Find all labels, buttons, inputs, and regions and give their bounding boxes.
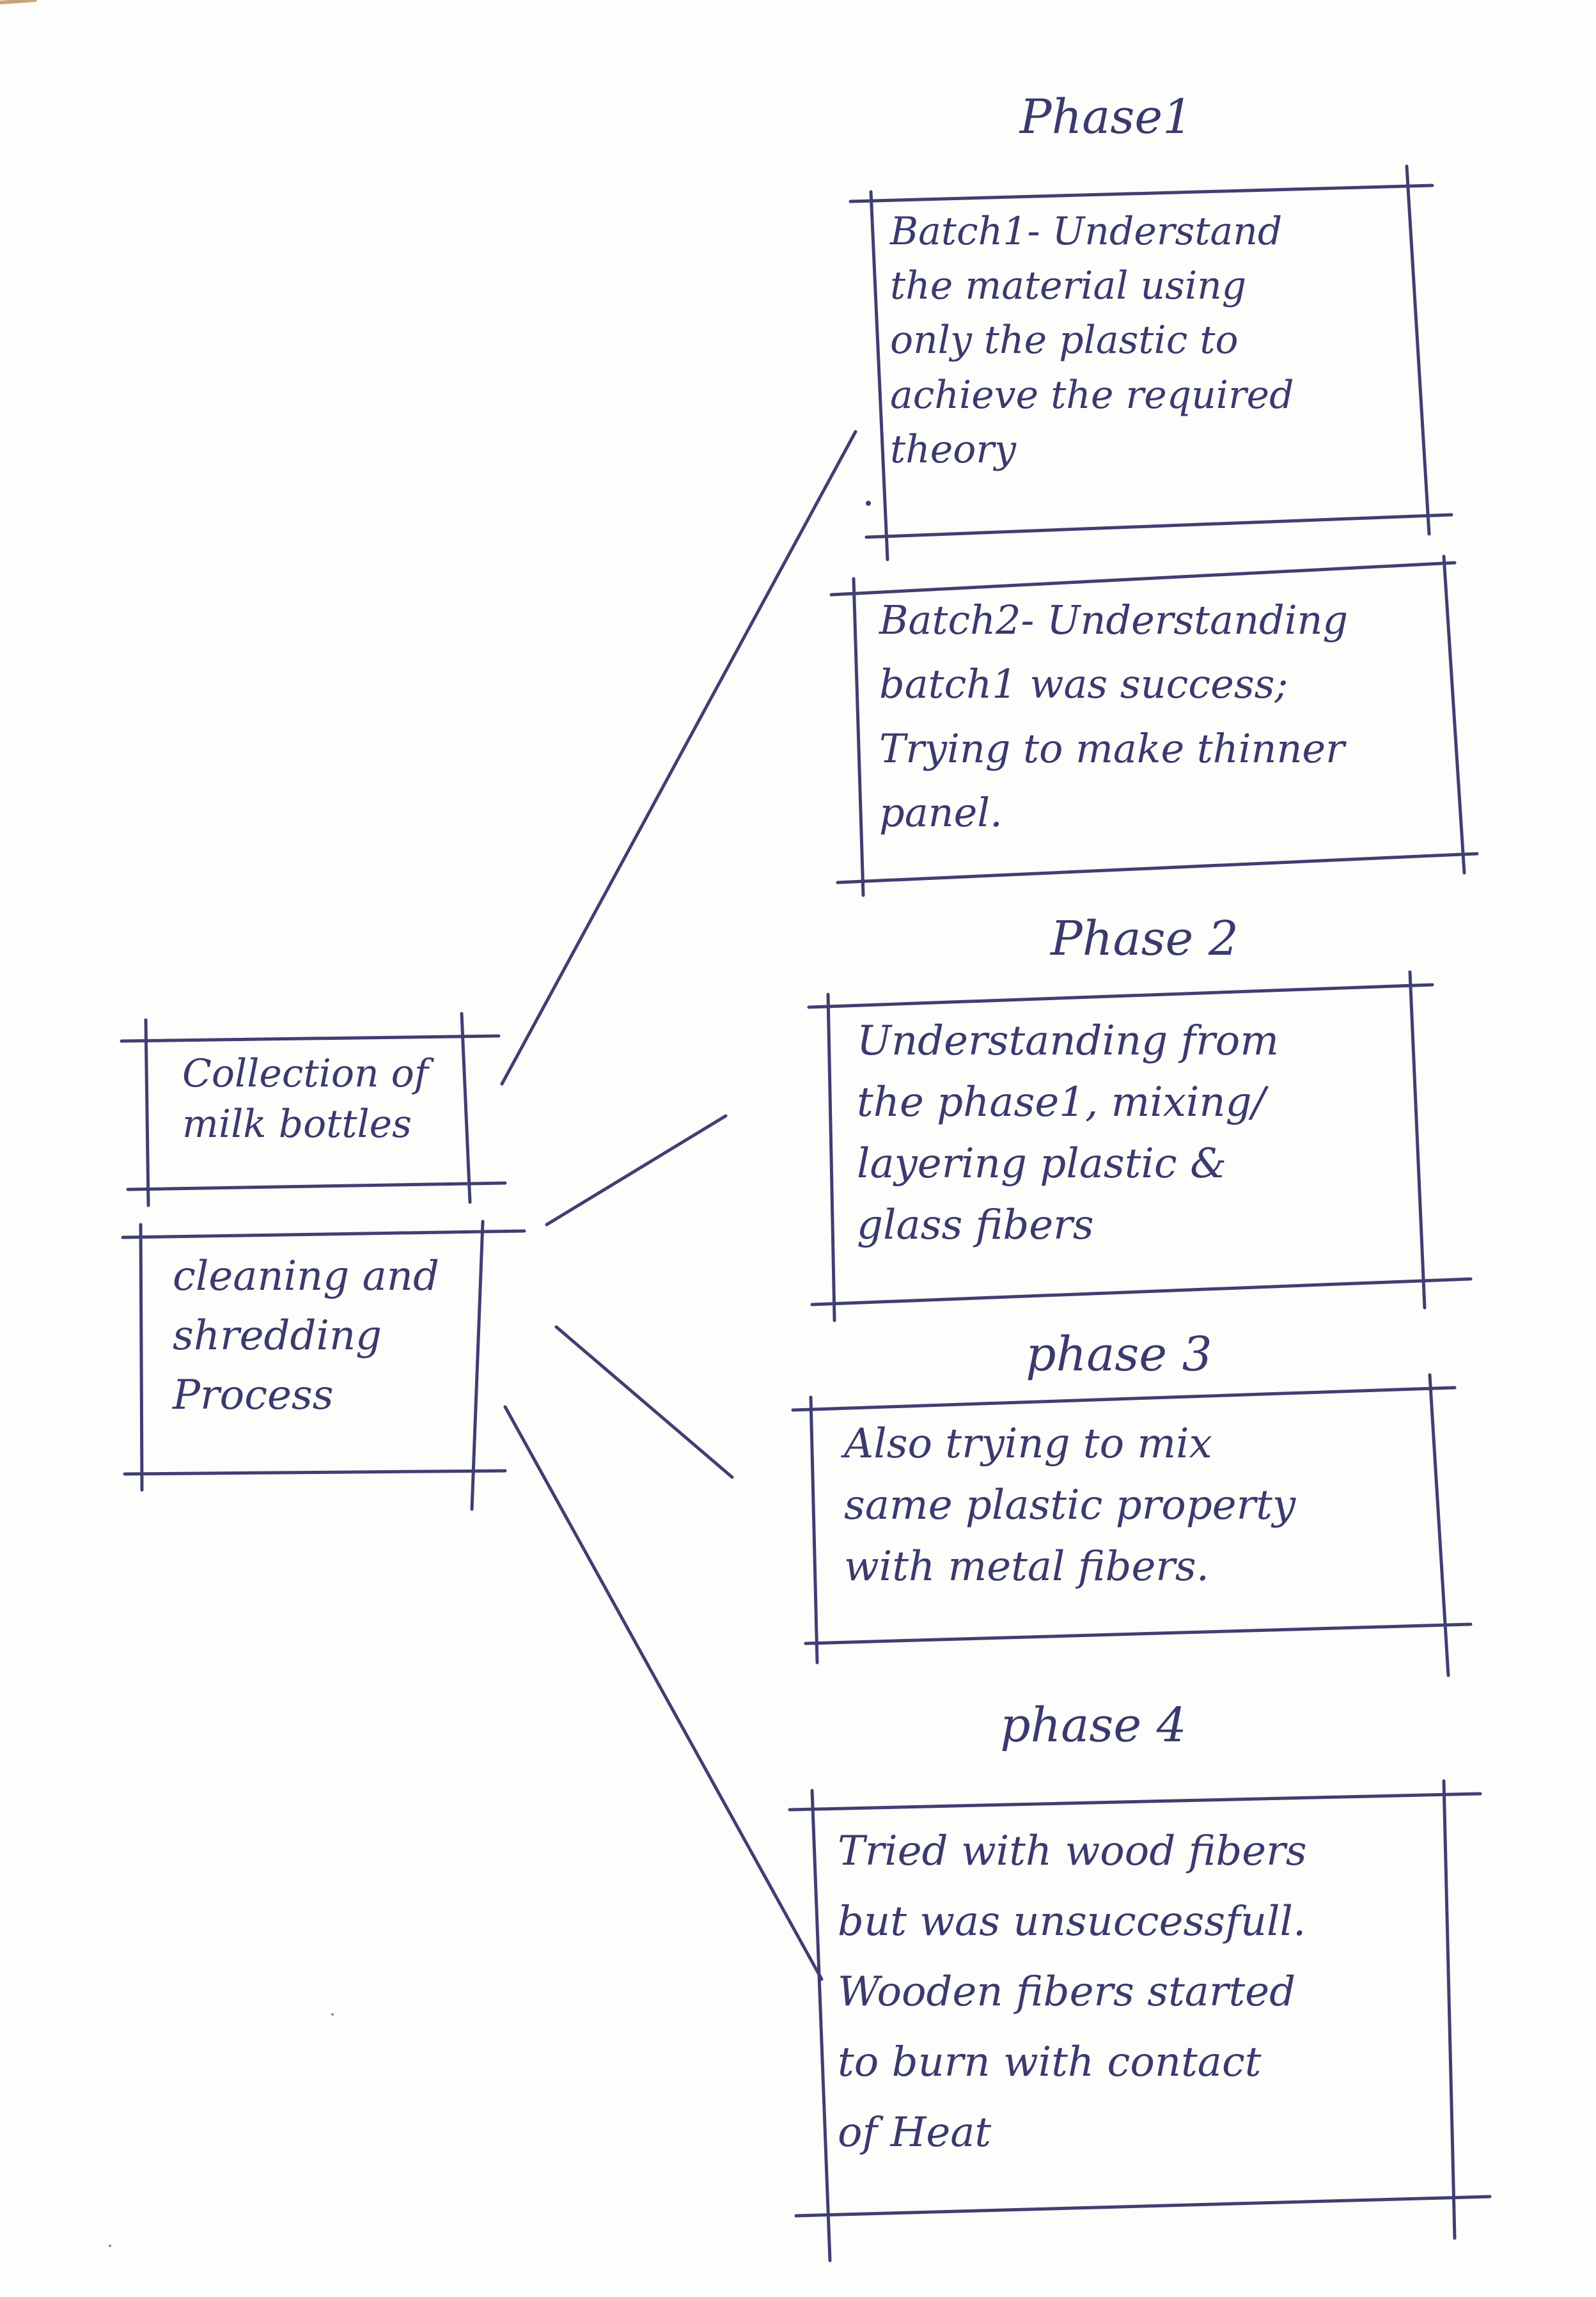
connector-to-phase2: [545, 1114, 728, 1227]
phase1-batch2-text: Batch2- Understanding batch1 was success…: [879, 597, 1349, 836]
phase1-batch2-box: [829, 554, 1479, 897]
stray-dot: [109, 2245, 111, 2247]
phase1-batch1-box: [849, 164, 1453, 561]
phase4-text: Tried with wood fibers but was unsuccess…: [838, 1828, 1307, 2157]
collection-box: [120, 1012, 507, 1207]
phase2-text: Understanding from the phase1, mixing/ l…: [857, 1017, 1279, 1249]
cleaning-box: [121, 1219, 526, 1511]
phase3-heading: phase 3: [1026, 1327, 1212, 1382]
phase3-text: Also trying to mix same plastic property…: [844, 1420, 1296, 1590]
connector-to-phase1: [500, 430, 857, 1086]
stray-dot: [866, 501, 871, 506]
corner-mark: [0, 0, 37, 4]
phase1-batch1-text: Batch1- Understand the material using on…: [890, 209, 1294, 472]
connector-to-phase3: [554, 1325, 734, 1479]
phase4-box: [788, 1779, 1492, 2262]
collection-text: Collection of milk bottles: [182, 1051, 428, 1147]
cleaning-text: cleaning and shredding Process: [173, 1253, 439, 1419]
phase2-heading: Phase 2: [1051, 911, 1239, 966]
connector-to-phase4: [503, 1405, 824, 1981]
stray-dot: [331, 2013, 334, 2016]
phase2-box: [807, 970, 1473, 1322]
phase1-heading: Phase1: [1019, 90, 1193, 145]
phase4-heading: phase 4: [1000, 1698, 1187, 1753]
phase3-box: [791, 1373, 1473, 1677]
